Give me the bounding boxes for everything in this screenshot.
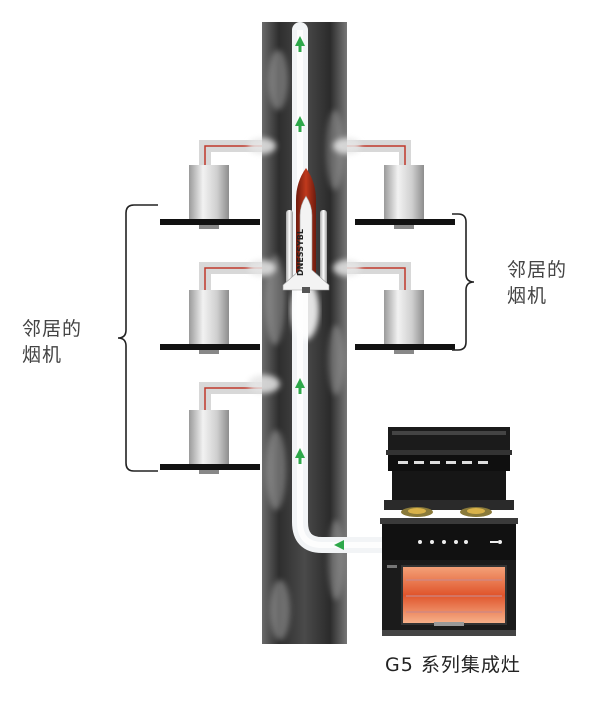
neighbors-label-left: 邻居的 烟机 xyxy=(22,318,83,366)
neighbors-label-right: 邻居的 烟机 xyxy=(507,259,568,307)
rocket-illustration xyxy=(282,168,330,340)
neighbor-ducts xyxy=(199,138,411,410)
neighbor-hood-left-bottom xyxy=(160,410,260,474)
stove-airflow-duct xyxy=(292,22,392,553)
brace-left xyxy=(117,204,158,472)
neighbor-hood-left-middle xyxy=(160,290,260,354)
product-caption: G5 系列集成灶 xyxy=(385,654,521,676)
brace-right xyxy=(452,213,475,351)
burner-left xyxy=(401,507,433,517)
airflow-arrows xyxy=(295,36,344,550)
neighbor-hood-left-top xyxy=(160,165,260,229)
rocket-brand-text: DNESSYBL xyxy=(296,229,305,276)
neighbor-hood-right-top xyxy=(355,165,455,229)
burner-right xyxy=(460,507,492,517)
neighbor-hood-right-middle xyxy=(355,290,455,354)
integrated-stove xyxy=(380,427,518,636)
